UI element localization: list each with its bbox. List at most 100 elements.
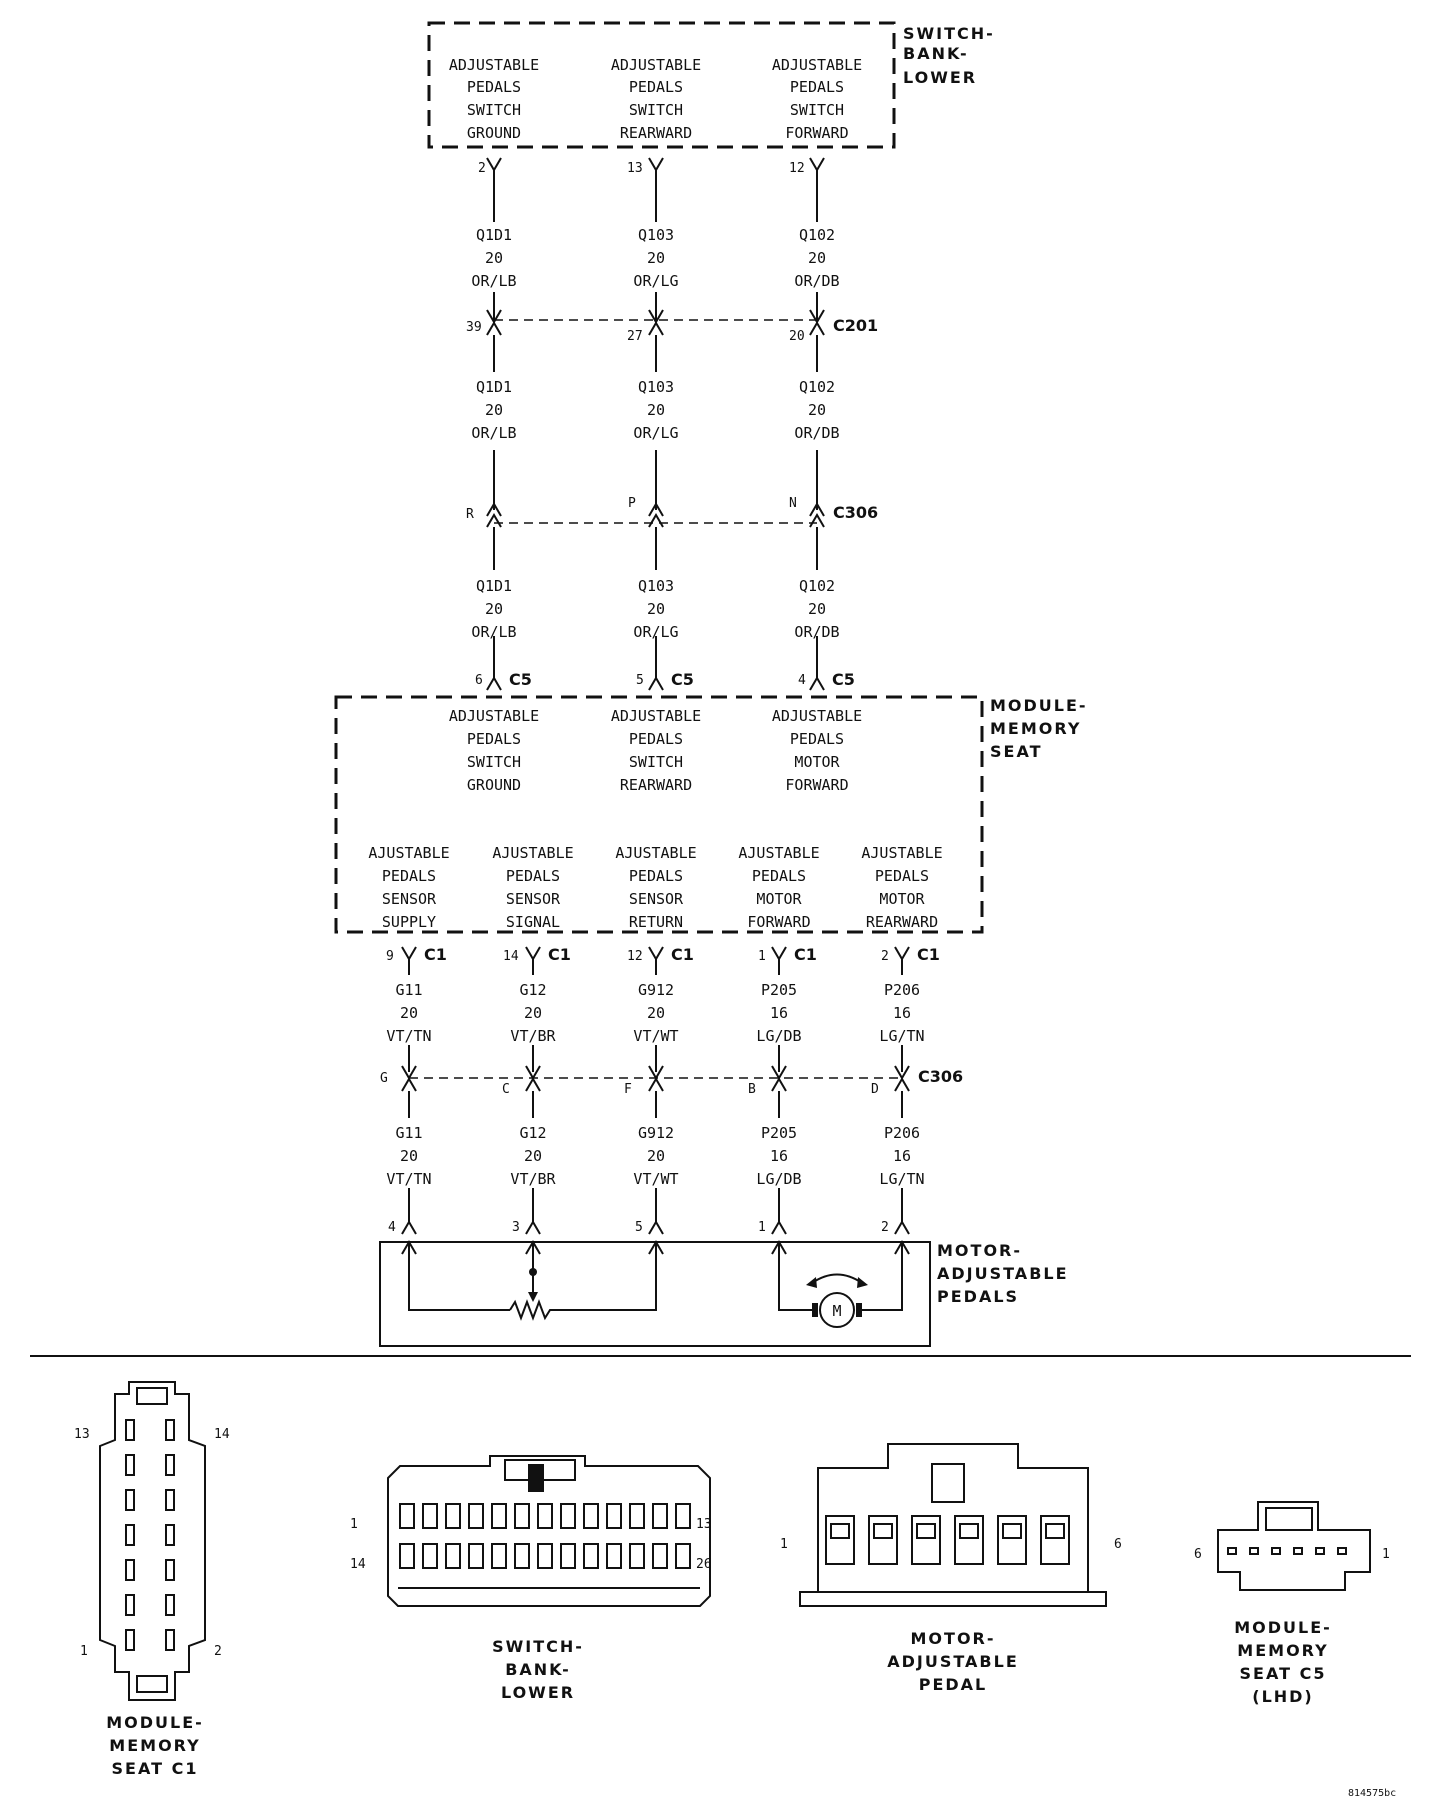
sb-func-1-line-2: PEDALS <box>467 78 521 96</box>
mm-lo-5-l4: REARWARD <box>866 913 938 931</box>
mm-up-3-l1: ADJUSTABLE <box>772 707 862 725</box>
wires-c306-to-c5 <box>493 527 818 678</box>
c5-housing-outline <box>1217 1501 1371 1591</box>
switch-terminal-cavity <box>606 1543 622 1569</box>
motor-pin-5: 2 <box>881 1220 889 1235</box>
c306u-pin-2-fork <box>648 513 664 528</box>
memory-title-3: SEAT <box>990 742 1043 761</box>
c5-label-2: C5 <box>671 670 694 689</box>
wire-q102-gauge-3: 20 <box>808 600 826 618</box>
sb-func-3-line-3: SWITCH <box>790 101 844 119</box>
c306l-pin-2-fork <box>525 1077 541 1092</box>
switch-terminal-cavity <box>583 1543 599 1569</box>
switch-terminal-cavity <box>560 1543 576 1569</box>
c1-cavity <box>165 1594 175 1616</box>
c306u-pin-1-arrow <box>486 502 502 517</box>
c1-pin-4: 1 <box>758 949 766 964</box>
c1-label-2: C1 <box>548 945 571 964</box>
c5-pin-2-symbol <box>648 676 664 691</box>
mm-lo-2-l2: PEDALS <box>506 867 560 885</box>
c1-bottom-latch <box>136 1675 168 1693</box>
figure-code: 814575bc <box>1348 1788 1396 1799</box>
c1-view-title-2: MEMORY <box>109 1736 200 1755</box>
pot-pin-3-arrow <box>525 1240 541 1255</box>
switch-terminal-cavity <box>422 1503 438 1529</box>
wire-g12-code: G12 <box>519 981 546 999</box>
wire-q102-code: Q102 <box>799 226 835 244</box>
switch-view-title-1: SWITCH- <box>492 1637 584 1656</box>
mm-lo-2-l1: AJUSTABLE <box>492 844 573 862</box>
mm-lo-1-l1: AJUSTABLE <box>368 844 449 862</box>
wire-q102-color-2: OR/DB <box>794 424 839 442</box>
wire-labels-upper-2: Q1D1 20 OR/LB Q103 20 OR/LG Q102 20 OR/D… <box>471 378 839 442</box>
motor-view-pin-6: 6 <box>1114 1537 1122 1552</box>
wire-q103-color: OR/LG <box>633 272 678 290</box>
rotation-arrowhead-left <box>806 1277 817 1288</box>
c5-connector: 6 5 4 C5 C5 C5 <box>475 670 855 691</box>
wire-p205-code-2: P205 <box>761 1124 797 1142</box>
c306u-pin-1-fork <box>486 513 502 528</box>
wire-p205-color-2: LG/DB <box>756 1170 801 1188</box>
wire-q1d1-color-2: OR/LB <box>471 424 516 442</box>
potentiometer-resistor <box>509 1242 657 1321</box>
c1-pin-1: 9 <box>386 949 394 964</box>
c201-pin-1-fork <box>486 321 502 336</box>
c1-pin-1-symbol <box>401 946 417 961</box>
switch-terminal-cavity <box>652 1503 668 1529</box>
pot-left-lead <box>408 1242 510 1311</box>
c1-cavity <box>125 1559 135 1581</box>
wire-g912-code-2: G912 <box>638 1124 674 1142</box>
memory-title-2: MEMORY <box>990 719 1081 738</box>
motor-conn-cavity <box>825 1515 855 1565</box>
c1-view-pin-1: 1 <box>80 1644 88 1659</box>
motor-view-title-1: MOTOR- <box>911 1629 996 1648</box>
c1-cavity <box>165 1629 175 1651</box>
wire-p205-gauge-2: 16 <box>770 1147 788 1165</box>
switch-bank-outline <box>427 21 896 149</box>
sb-pin-3: 12 <box>789 161 805 176</box>
sb-func-3-line-1: ADJUSTABLE <box>772 56 862 74</box>
c1-pin-5: 2 <box>881 949 889 964</box>
wire-q1d1-color: OR/LB <box>471 272 516 290</box>
motor-title-2: ADJUSTABLE <box>937 1264 1069 1283</box>
wire-q1d1-code-2: Q1D1 <box>476 378 512 396</box>
switch-terminal-cavity <box>445 1503 461 1529</box>
mm-lo-1-l3: SENSOR <box>382 890 437 908</box>
switch-terminal-cavity <box>629 1543 645 1569</box>
motor-pin-4: 1 <box>758 1220 766 1235</box>
wire-q103-code: Q103 <box>638 226 674 244</box>
wire-q103-code-2: Q103 <box>638 378 674 396</box>
wire-q1d1-color-3: OR/LB <box>471 623 516 641</box>
wire-q102-code-3: Q102 <box>799 577 835 595</box>
mm-up-2-l3: SWITCH <box>629 753 683 771</box>
switch-latch-key <box>528 1464 544 1492</box>
mm-lo-3-l1: AJUSTABLE <box>615 844 696 862</box>
wire-g12-gauge-2: 20 <box>524 1147 542 1165</box>
c5-view-title-4: (LHD) <box>1252 1687 1314 1706</box>
wire-g12-code-2: G12 <box>519 1124 546 1142</box>
motor-left-lead <box>778 1242 815 1311</box>
sb-func-3-line-4: FORWARD <box>785 124 848 142</box>
c306l-pin-5-fork <box>894 1077 910 1092</box>
switch-terminal-cavity <box>514 1503 530 1529</box>
c306u-pin-2: P <box>628 496 636 511</box>
c1-cavity <box>165 1454 175 1476</box>
motor-title-3: PEDALS <box>937 1287 1019 1306</box>
switch-bank-pins: 2 13 12 <box>478 157 825 176</box>
motor-pin-3-symbol <box>648 1220 664 1235</box>
switch-terminal-cavity <box>560 1503 576 1529</box>
motor-adjustable-pedal-view: 1 6 MOTOR- ADJUSTABLE PEDAL <box>780 1443 1122 1694</box>
sb-func-2-line-4: REARWARD <box>620 124 692 142</box>
wire-g912-gauge-2: 20 <box>647 1147 665 1165</box>
sb-func-2-line-1: ADJUSTABLE <box>611 56 701 74</box>
motor-brush-right <box>856 1303 862 1317</box>
mm-lo-4-l1: AJUSTABLE <box>738 844 819 862</box>
wire-g912-gauge: 20 <box>647 1004 665 1022</box>
wires-c306-to-motor <box>408 1091 903 1222</box>
c1-cavity <box>125 1454 135 1476</box>
wire-g11-color-2: VT/TN <box>386 1170 431 1188</box>
c1-pin-2: 14 <box>503 949 519 964</box>
wire-q103-color-2: OR/LG <box>633 424 678 442</box>
switch-view-pin-13: 13 <box>696 1517 712 1532</box>
motor-view-title-3: PEDAL <box>919 1675 988 1694</box>
